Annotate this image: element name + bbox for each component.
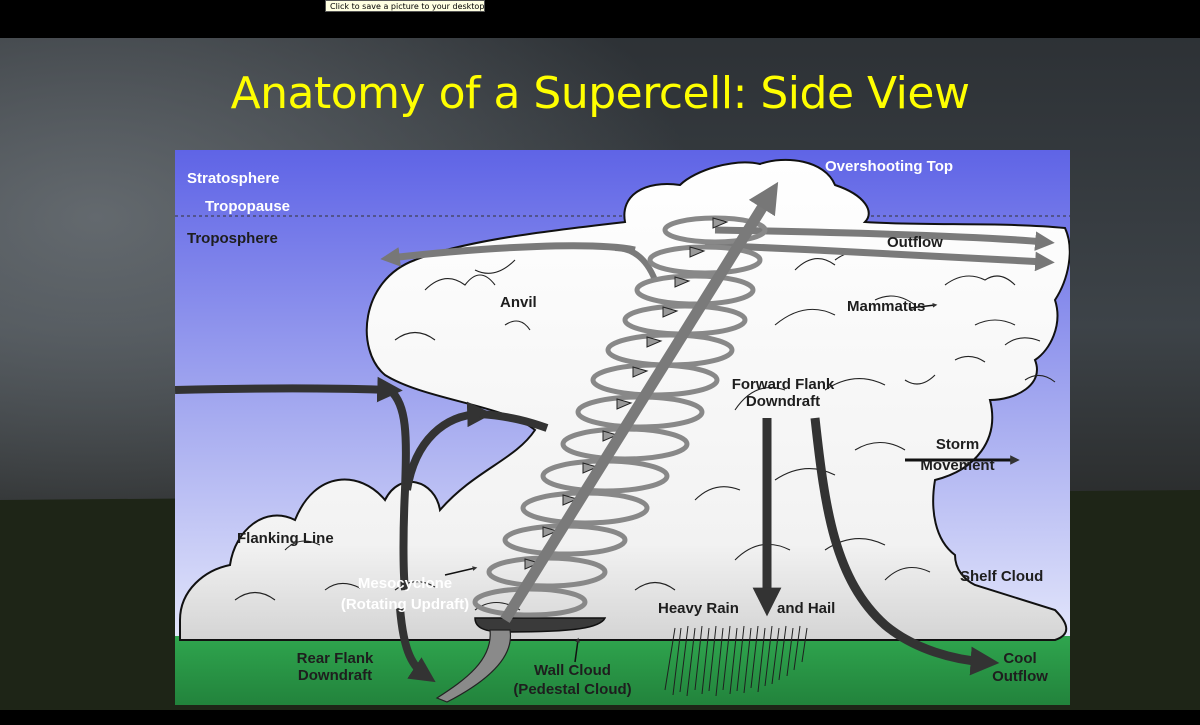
cool-outflow-arrow	[810, 417, 1000, 676]
forward-flank-label-line2: Downdraft	[745, 393, 821, 410]
bottom-bar	[0, 710, 1200, 725]
rear-flank-label-line1: Rear Flank	[296, 650, 374, 667]
tornado-funnel	[435, 629, 512, 703]
heavy-rain-label: Heavy Rain	[658, 600, 739, 617]
supercell-diagram: Stratosphere Tropopause Troposphere Over…	[175, 150, 1070, 705]
rear-flank-downdraft-arrow	[396, 607, 436, 683]
shelf-cloud-label: Shelf Cloud	[960, 568, 1044, 585]
spiral-triangles	[524, 217, 729, 570]
rear-inflow-curl-arrow	[403, 401, 493, 491]
anvil-texture	[234, 250, 1056, 611]
supercell-diagram-graphic	[175, 150, 1070, 705]
outflow-label: Outflow	[887, 234, 943, 251]
cool-outflow-label-line2: Outflow	[992, 668, 1048, 685]
and-hail-label: and Hail	[777, 600, 836, 617]
inflow-return-arrow	[387, 387, 410, 591]
cool-outflow-label-line1: Cool	[1003, 650, 1037, 667]
updraft-arrow	[500, 181, 779, 623]
mammatus-label: Mammatus	[847, 298, 926, 315]
troposphere-label: Troposphere	[187, 230, 278, 247]
outflow-arrow-right-upper	[714, 226, 1055, 251]
save-picture-tooltip: Click to save a picture to your desktop.	[325, 0, 485, 12]
slide-title: Anatomy of a Supercell: Side View	[230, 68, 970, 119]
rear-flank-label-line2: Downdraft	[297, 667, 373, 684]
storm-movement-label-line2: Movement	[920, 457, 995, 474]
wall-cloud-label-line2: (Pedestal Cloud)	[513, 681, 632, 698]
flanking-line-label: Flanking Line	[237, 530, 334, 547]
top-bar	[0, 0, 1200, 38]
heavy-rain-streaks	[664, 625, 808, 697]
outflow-arrow-right-lower	[704, 241, 1055, 272]
mesocyclone-label-line2: (Rotating Updraft)	[340, 596, 470, 613]
forward-flank-label-line1: Forward Flank	[731, 376, 835, 393]
tropopause-label: Tropopause	[205, 198, 291, 215]
pointer-arrows	[444, 302, 938, 663]
anvil-label: Anvil	[500, 294, 537, 311]
wall-cloud-label-line1: Wall Cloud	[534, 662, 611, 679]
rear-inflow-line	[479, 410, 549, 432]
inflow-arrow	[175, 376, 403, 403]
mesocyclone-label-line1: Mesocyclone	[357, 575, 453, 592]
outflow-curl-left	[614, 245, 658, 282]
storm-movement-label-line1: Storm	[935, 436, 980, 453]
overshooting-top-label: Overshooting Top	[825, 158, 954, 175]
stratosphere-label: Stratosphere	[187, 170, 280, 187]
